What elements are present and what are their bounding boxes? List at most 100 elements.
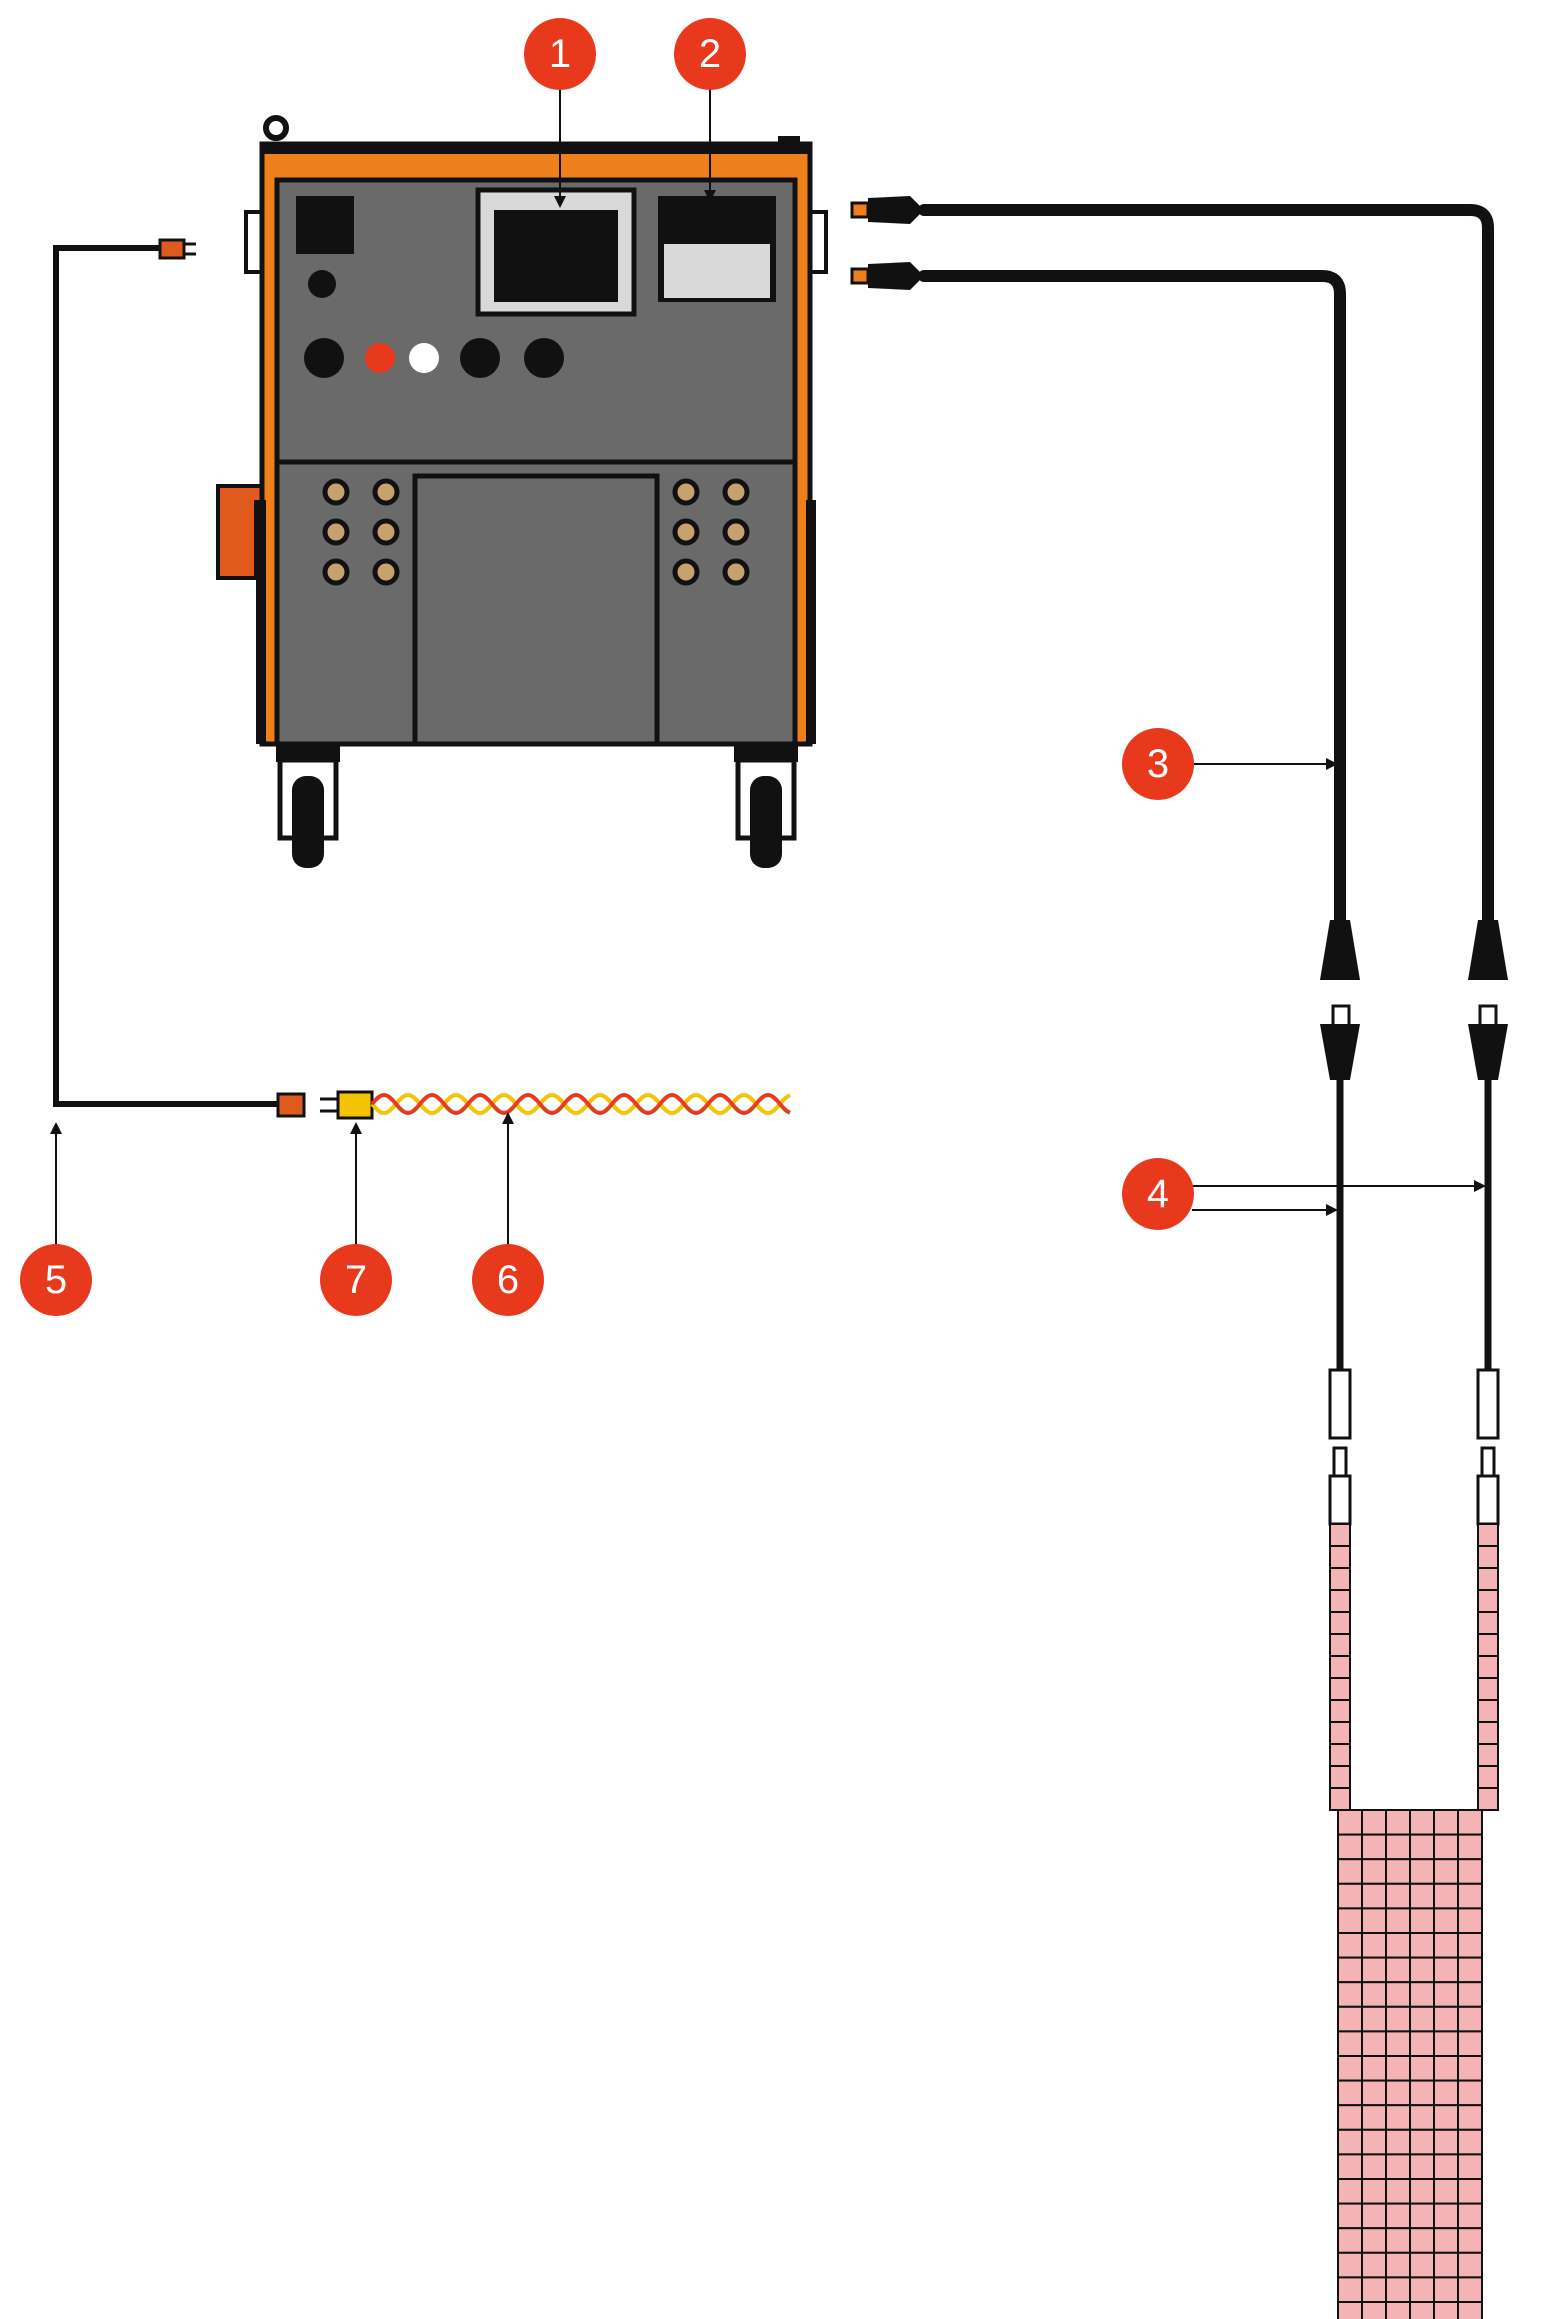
heater-segment	[1433, 2104, 1459, 2131]
heater-segment	[1361, 1833, 1387, 1861]
heater-segment	[1433, 2055, 1459, 2082]
heater-segment	[1457, 1956, 1483, 1984]
heater-segment	[1329, 1765, 1351, 1789]
heater-segment	[1385, 1932, 1411, 1959]
heater-segment	[1409, 2079, 1435, 2107]
heater-segment	[1457, 2251, 1483, 2279]
heater-segment	[1433, 2276, 1459, 2303]
heater-segment	[1337, 2301, 1363, 2319]
heater-segment	[1457, 1833, 1483, 1861]
heater-segment	[1385, 2227, 1411, 2254]
heater-segment	[1409, 1981, 1435, 2008]
heater-segment	[1433, 1809, 1459, 1836]
heater-segment	[1409, 1882, 1435, 1910]
heater-segment	[1385, 1956, 1411, 1984]
heater-segment	[1361, 1907, 1387, 1935]
machine-output-plug-lower	[850, 262, 924, 290]
heater-segment	[1433, 2227, 1459, 2254]
heater-segment	[1361, 2276, 1387, 2303]
machine-output-plug-upper	[850, 196, 924, 224]
heater-segment	[1329, 1611, 1351, 1635]
heater-segment	[1361, 2104, 1387, 2131]
heater-segment	[1329, 1699, 1351, 1723]
heater-segment	[1409, 1932, 1435, 1959]
heater-segment	[1433, 2202, 1459, 2230]
heater-segment	[1361, 2301, 1387, 2319]
heater-segment	[1477, 1677, 1499, 1701]
heater-segment	[1477, 1567, 1499, 1591]
heater-segment	[1477, 1611, 1499, 1635]
heater-segment	[1361, 1809, 1387, 1836]
heater-segment	[1361, 2005, 1387, 2033]
lifting-ring-icon	[263, 115, 289, 141]
callout-6-label: 6	[497, 1258, 519, 1302]
heater-segment	[1433, 2251, 1459, 2279]
thermocouple-wire-icon	[320, 1090, 791, 1120]
heater-segment	[1385, 1809, 1411, 1836]
heater-segment	[1361, 2128, 1387, 2156]
machine	[216, 115, 828, 868]
white-button	[409, 343, 439, 373]
heater-segment	[1457, 2153, 1483, 2180]
heater-segment	[1361, 1956, 1387, 1984]
callout-4: 4	[1122, 1158, 1194, 1230]
heater-segment	[1457, 2128, 1483, 2156]
heater-segment	[1385, 1858, 1411, 1885]
heater-segment	[1337, 1858, 1363, 1885]
heater-segment	[1337, 2251, 1363, 2279]
heater-segment	[1457, 1932, 1483, 1959]
heater-segment	[1477, 1589, 1499, 1613]
heater-segment	[1361, 2030, 1387, 2058]
heater-segment	[1477, 1787, 1499, 1811]
heater-segment	[1385, 1833, 1411, 1861]
heater-segment	[1337, 2030, 1363, 2058]
heater-segment	[1409, 2030, 1435, 2058]
heater-segment	[1409, 2178, 1435, 2205]
heater-segment	[1457, 2079, 1483, 2107]
heater-segment	[1385, 2030, 1411, 2058]
heater-segment	[1337, 2276, 1363, 2303]
terminals-right	[672, 478, 750, 586]
heater-segment	[1433, 2153, 1459, 2180]
button-row	[304, 338, 564, 378]
red-button	[365, 343, 395, 373]
heater-segment	[1433, 2301, 1459, 2319]
heater-segment	[1409, 1907, 1435, 1935]
heater-segment	[1329, 1677, 1351, 1701]
heater-segment	[1385, 2178, 1411, 2205]
heater-segment	[1433, 1907, 1459, 1935]
heater-segment	[1457, 1809, 1483, 1836]
wheel-left	[276, 744, 340, 868]
heater-segment	[1329, 1567, 1351, 1591]
heater-segment	[1433, 1858, 1459, 1885]
callout-1-label: 1	[549, 32, 571, 76]
heater-segment	[1385, 2153, 1411, 2180]
callout-2-label: 2	[699, 32, 721, 76]
heater-segment	[1329, 1743, 1351, 1767]
heater-segment	[1337, 1907, 1363, 1935]
heater-segment	[1337, 2178, 1363, 2205]
heater-segment	[1361, 1932, 1387, 1959]
heater-segment	[1385, 2079, 1411, 2107]
heater-segment	[1433, 1956, 1459, 1984]
callout-5-label: 5	[45, 1258, 67, 1302]
heater-segment	[1329, 1589, 1351, 1613]
heater-segment	[1361, 1858, 1387, 1885]
heater-segment	[1329, 1787, 1351, 1811]
heater-segment	[1409, 2104, 1435, 2131]
callout-7-label: 7	[345, 1258, 367, 1302]
callout-2: 2	[674, 18, 746, 90]
heater-segment	[1433, 2079, 1459, 2107]
heater-segment	[1337, 2128, 1363, 2156]
heater-segment	[1457, 2055, 1483, 2082]
heater-segment	[1409, 2153, 1435, 2180]
center-access-door	[412, 473, 660, 747]
heater-segment	[1337, 2153, 1363, 2180]
lead-plug-outer	[1468, 1004, 1508, 1080]
terminals-left	[322, 478, 400, 586]
heater-segment	[1477, 1523, 1499, 1547]
wheel-right	[734, 744, 798, 868]
heater-segment	[1433, 2005, 1459, 2033]
extension-plug-machine	[158, 238, 196, 260]
